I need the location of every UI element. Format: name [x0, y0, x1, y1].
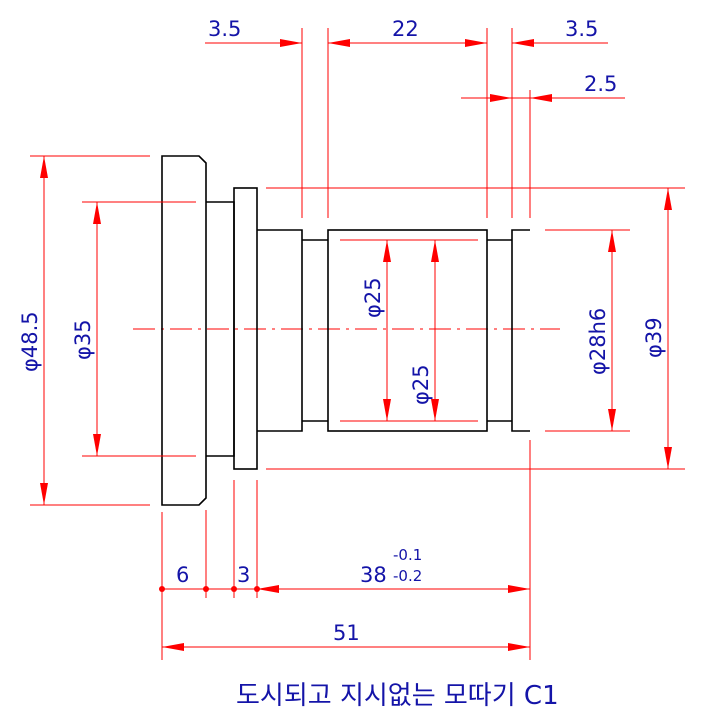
top-dimensions: 3.5 22 3.5 2.5 — [205, 17, 625, 218]
collar — [233, 187, 258, 470]
bottom-dimensions: 6 3 38 -0.1 -0.2 51 — [159, 440, 531, 660]
chamfer-note: 도시되고 지시없는 모따기 C1 — [236, 681, 559, 711]
part-outline — [161, 155, 530, 506]
end-land — [511, 229, 530, 432]
dim-flange-length: 6 — [176, 563, 189, 587]
dim-groove-right: 3.5 — [565, 17, 598, 41]
dim-collar-length: 3 — [237, 563, 250, 587]
dim-groove-width: 2.5 — [584, 72, 617, 96]
dim-shoulder-diameter: φ35 — [71, 319, 95, 360]
dim-journal-diameter: φ28h6 — [586, 308, 610, 375]
dim-overall-length: 51 — [333, 621, 360, 645]
flange — [161, 155, 207, 506]
right-diameters: φ28h6 φ39 — [266, 187, 685, 470]
dim-flange-diameter: φ48.5 — [18, 311, 42, 372]
middle-land — [327, 229, 488, 432]
journal-left — [257, 229, 303, 432]
dim-tolerance-lower: -0.2 — [393, 567, 422, 585]
dim-groove-b-diameter: φ25 — [409, 364, 433, 405]
dim-groove-left: 3.5 — [208, 17, 241, 41]
dim-tolerance-upper: -0.1 — [393, 546, 422, 564]
dim-land-width: 22 — [392, 17, 419, 41]
dim-outer-diameter: φ39 — [642, 317, 666, 358]
middle-diameters: φ25 φ25 — [340, 239, 478, 422]
left-diameters: φ48.5 φ35 — [18, 155, 196, 506]
dim-groove-a-diameter: φ25 — [361, 277, 385, 318]
dim-body-length: 38 — [360, 563, 387, 587]
